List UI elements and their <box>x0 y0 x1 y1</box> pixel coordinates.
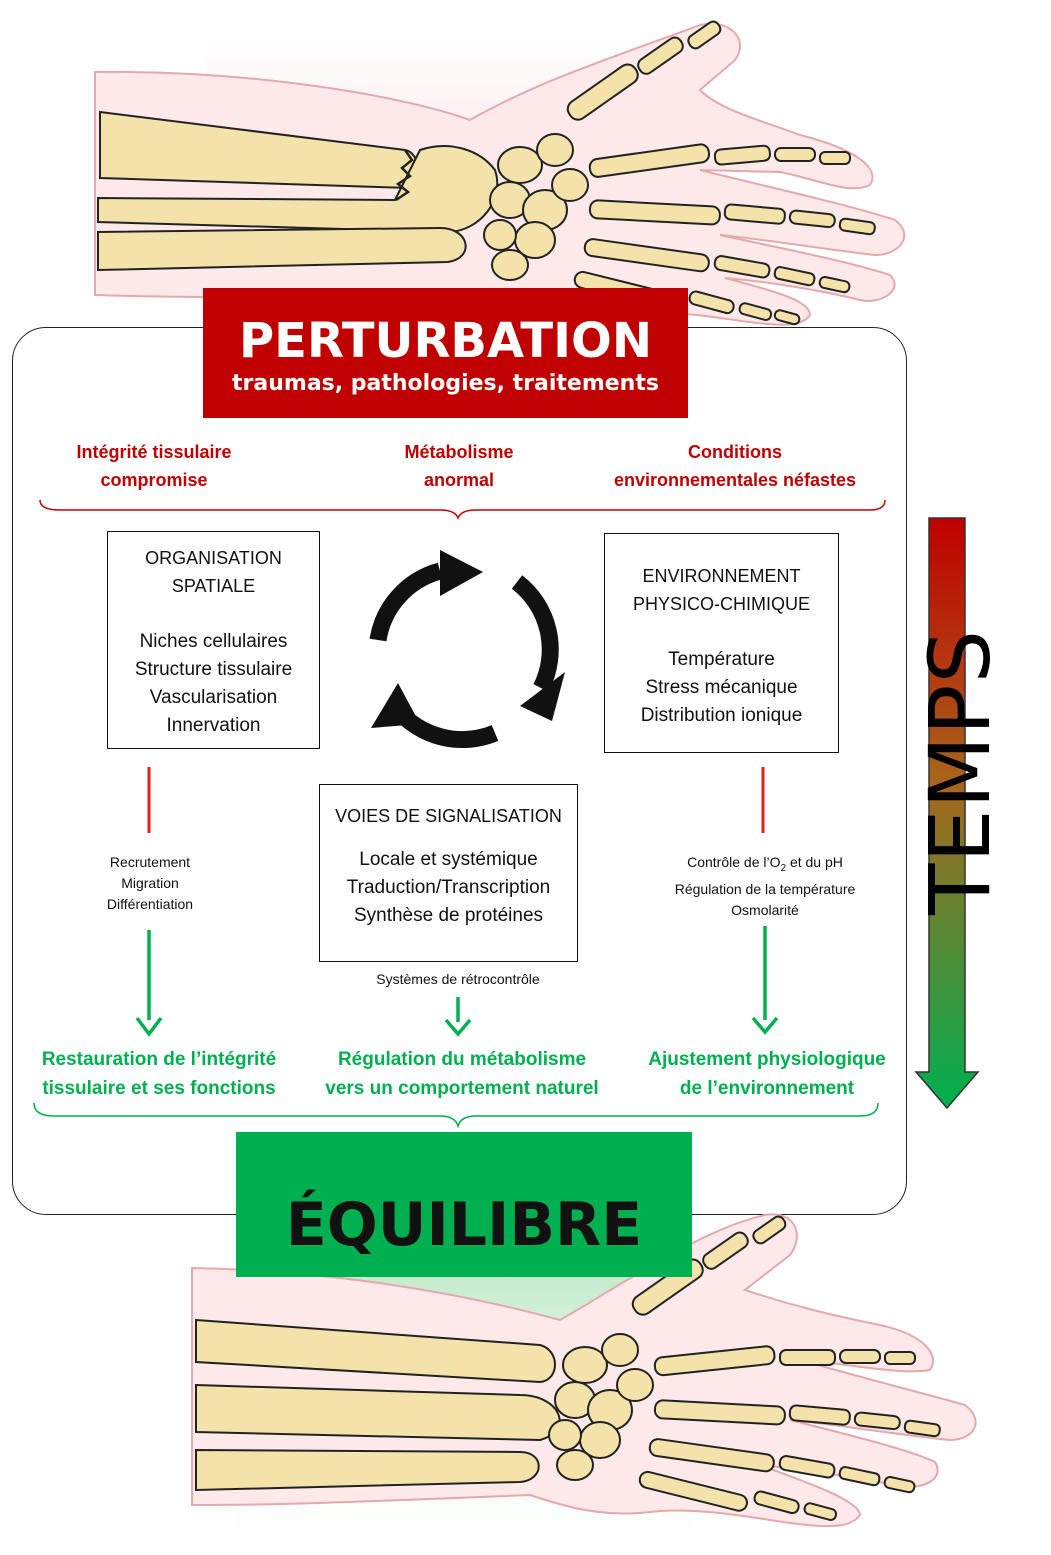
process-frame <box>12 327 907 1215</box>
process-o2-ph: Contrôle de l’O2 et du pH <box>687 854 843 874</box>
signal-item: Locale et systémique <box>359 849 538 870</box>
outcome-environment-line1: Ajustement physiologique <box>648 1049 886 1070</box>
outcome-tissue: Restauration de l’intégrité tissulaire e… <box>20 1045 298 1103</box>
process-item: Migration <box>121 875 179 891</box>
outcome-tissue-line2: tissulaire et ses fonctions <box>42 1078 276 1099</box>
time-arrow <box>914 517 980 1110</box>
process-item: Régulation de la température <box>674 880 856 897</box>
spatial-item: Structure tissulaire <box>134 659 293 680</box>
env-item: Distribution ionique <box>640 705 803 726</box>
spatial-title-line2: SPATIALE <box>171 576 256 596</box>
cause-environment: Conditions environnementales néfastes <box>592 438 878 494</box>
env-title-line2: PHYSICO-CHIMIQUE <box>632 594 810 614</box>
outcome-metabolism: Régulation du métabolisme vers un compor… <box>306 1045 618 1103</box>
spatial-item: Innervation <box>166 715 261 736</box>
signal-item: Synthèse de protéines <box>353 905 544 926</box>
equilibre-banner <box>236 1132 692 1277</box>
signal-item: Traduction/Transcription <box>346 877 551 898</box>
process-item: Osmolarité <box>731 901 799 918</box>
spatial-organisation-box: ORGANISATION SPATIALE Niches cellulaires… <box>107 531 320 749</box>
environment-box: ENVIRONNEMENT PHYSICO-CHIMIQUE Températu… <box>604 533 839 753</box>
cause-metabolism: Métabolisme anormal <box>340 438 578 494</box>
outcome-environment-line2: de l’environnement <box>679 1078 855 1099</box>
feedback-label: Systèmes de rétrocontrôle <box>376 971 540 987</box>
left-processes: Recrutement Migration Différentiation <box>60 852 240 915</box>
spatial-title-line1: ORGANISATION <box>145 548 282 568</box>
spatial-item: Niches cellulaires <box>139 631 288 652</box>
env-item: Température <box>668 649 775 670</box>
process-item: Différentiation <box>106 896 194 912</box>
outcome-environment: Ajustement physiologique de l’environnem… <box>632 1045 902 1103</box>
cause-tissue-line1: Intégrité tissulaire <box>76 442 232 462</box>
cause-environment-line2: environnementales néfastes <box>613 470 857 490</box>
outcome-tissue-line1: Restauration de l’intégrité <box>41 1049 277 1070</box>
causes-brace <box>39 499 886 521</box>
cause-metabolism-line2: anormal <box>423 470 495 490</box>
spatial-item: Vascularisation <box>149 687 278 708</box>
cycle-arrowheads <box>371 550 565 728</box>
outcomes-brace <box>33 1102 879 1129</box>
signal-title: VOIES DE SIGNALISATION <box>335 806 562 826</box>
equilibre-title: ÉQUILIBRE <box>285 1190 643 1260</box>
outcome-metabolism-line1: Régulation du métabolisme <box>337 1049 587 1070</box>
perturbation-banner: PERTURBATION traumas, pathologies, trait… <box>203 288 688 418</box>
cause-environment-line1: Conditions <box>688 442 782 462</box>
perturbation-title: PERTURBATION <box>238 313 653 369</box>
cause-tissue: Intégrité tissulaire compromise <box>40 438 268 494</box>
right-processes: Contrôle de l’O2 et du pH Régulation de … <box>640 852 890 921</box>
perturbation-subtitle: traumas, pathologies, traitements <box>232 371 659 396</box>
env-title-line1: ENVIRONNEMENT <box>642 566 801 586</box>
time-label: TEMPS <box>911 629 1009 915</box>
fractured-arm-illustration <box>94 20 906 326</box>
process-item: Recrutement <box>109 854 191 870</box>
cause-tissue-line2: compromise <box>100 470 208 490</box>
env-item: Stress mécanique <box>645 677 798 698</box>
cause-metabolism-line1: Métabolisme <box>404 442 514 462</box>
outcome-metabolism-line2: vers un comportement naturel <box>325 1078 599 1099</box>
signalling-box: VOIES DE SIGNALISATION Locale et systémi… <box>319 784 578 962</box>
healed-arm-illustration <box>191 1213 977 1528</box>
